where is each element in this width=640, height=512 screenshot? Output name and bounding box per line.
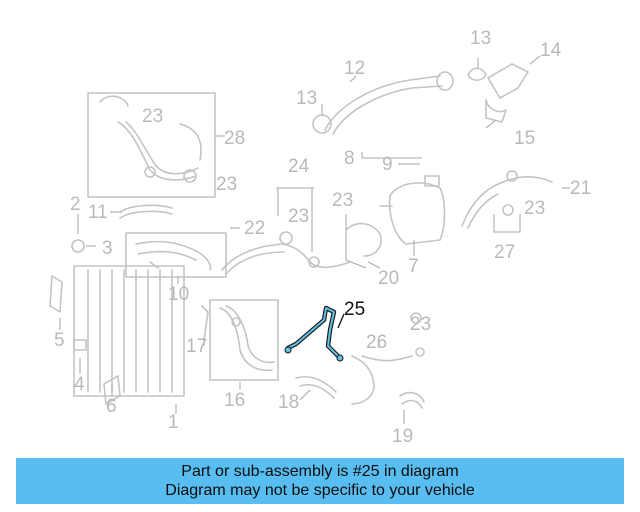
callout-11: 11 — [88, 202, 108, 223]
callout-23a: 23 — [142, 106, 163, 127]
expansion-tank — [379, 175, 446, 245]
lower-hoses — [295, 214, 425, 409]
callout-3: 3 — [102, 238, 113, 259]
callout-27: 27 — [494, 242, 515, 263]
part-25-hose — [284, 305, 345, 362]
callout-23d: 23 — [332, 190, 353, 211]
callout-15: 15 — [514, 128, 535, 149]
radiator-group — [49, 204, 209, 405]
banner-line-2: Diagram may not be specific to your vehi… — [165, 482, 475, 499]
callout-23f: 23 — [410, 314, 431, 335]
heater-lines — [221, 187, 351, 275]
callout-24: 24 — [288, 156, 310, 177]
callout-2: 2 — [70, 194, 81, 215]
callout-6: 6 — [106, 396, 117, 417]
callout-10: 10 — [168, 284, 189, 305]
callout-4: 4 — [74, 374, 85, 395]
callout-23e: 23 — [524, 198, 545, 219]
callout-18: 18 — [278, 392, 299, 413]
callout-12: 12 — [344, 58, 365, 79]
info-banner: Part or sub-assembly is #25 in diagram D… — [16, 458, 624, 504]
callout-23b: 23 — [216, 174, 237, 195]
callout-26: 26 — [366, 332, 387, 353]
callout-7: 7 — [408, 256, 419, 277]
callout-28: 28 — [224, 128, 245, 149]
right-hoses — [461, 170, 553, 233]
outlet-pipe-group — [312, 63, 529, 135]
callout-1: 1 — [168, 412, 179, 433]
callout-25: 25 — [344, 299, 365, 320]
hose-kit-group — [87, 92, 225, 198]
callout-22: 22 — [244, 218, 265, 239]
lower-hose-box — [125, 232, 227, 278]
callout-8: 8 — [344, 148, 355, 169]
callout-19: 19 — [392, 426, 413, 447]
callout-13a: 13 — [296, 88, 317, 109]
banner-line-1: Part or sub-assembly is #25 in diagram — [181, 463, 459, 480]
callout-14: 14 — [540, 40, 562, 61]
callout-9: 9 — [382, 154, 393, 175]
callout-20: 20 — [378, 268, 399, 289]
callout-23c: 23 — [288, 206, 309, 227]
leader-lines — [59, 55, 570, 424]
callout-21: 21 — [570, 178, 591, 199]
callout-5: 5 — [54, 330, 65, 351]
callout-13b: 13 — [470, 28, 491, 49]
callout-17: 17 — [186, 336, 207, 357]
callout-numbers: 1 2 3 4 5 6 7 8 9 10 11 12 13 13 14 15 1… — [54, 28, 591, 447]
callout-16: 16 — [224, 390, 245, 411]
hose-box-16 — [209, 299, 279, 381]
